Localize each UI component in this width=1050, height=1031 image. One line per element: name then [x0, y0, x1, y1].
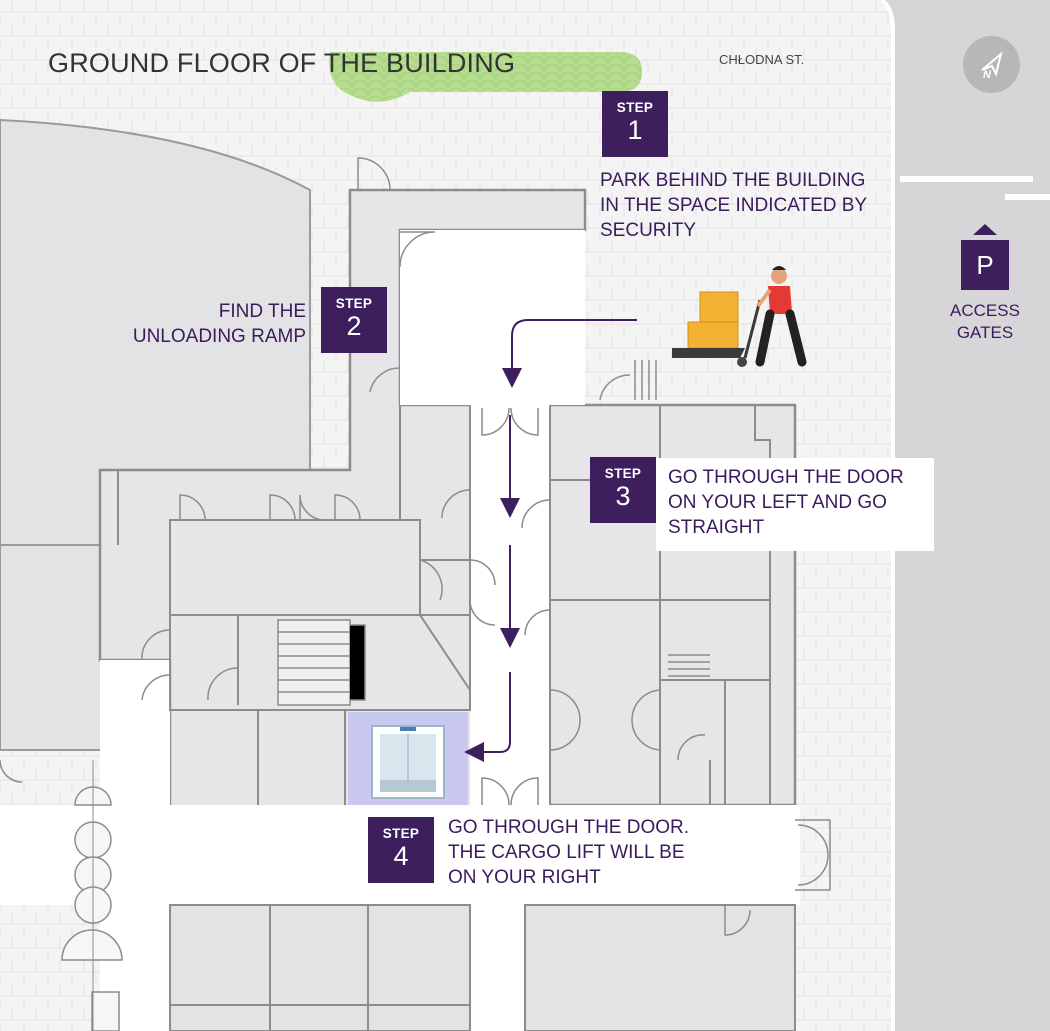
cargo-lift-icon — [371, 725, 445, 799]
parking-arrow-icon — [973, 224, 997, 235]
compass-letter: N — [983, 69, 991, 81]
street-label: CHŁODNA ST. — [719, 52, 805, 67]
step-3-panel — [656, 458, 934, 551]
step-4-text: GO THROUGH THE DOOR.THE CARGO LIFT WILL … — [448, 817, 690, 888]
compass-icon: N — [963, 36, 1020, 93]
delivery-worker-icon — [672, 266, 807, 367]
parking-icon: P — [961, 240, 1009, 290]
page-title: GROUND FLOOR OF THE BUILDING — [48, 48, 516, 78]
